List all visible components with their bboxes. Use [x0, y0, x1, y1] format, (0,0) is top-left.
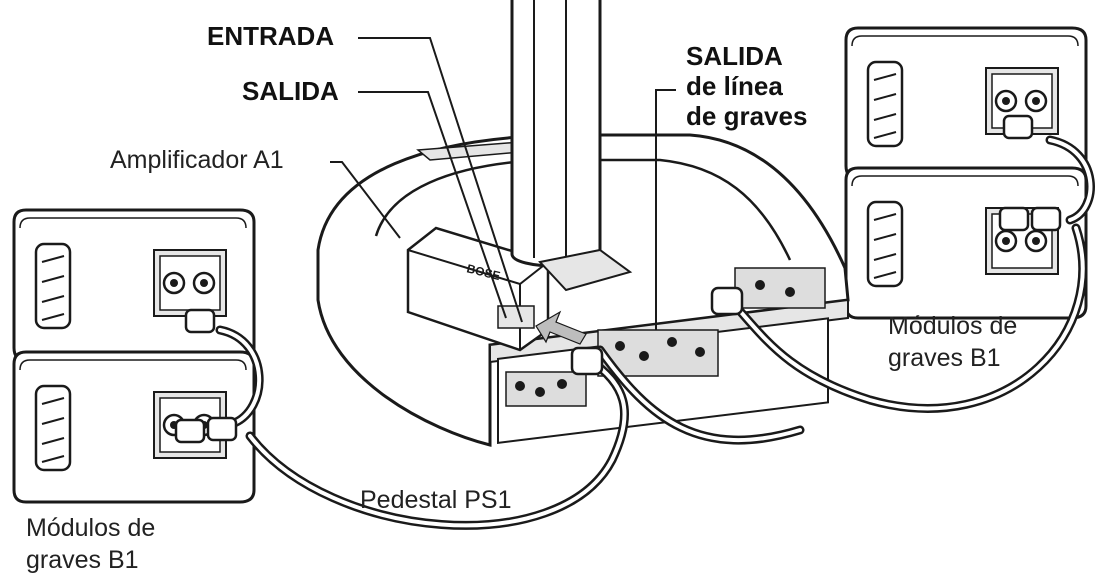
- leader-salida-graves: [655, 89, 676, 330]
- label-amplificador: Amplificador A1: [110, 146, 284, 174]
- pedestal-column: [510, 0, 633, 292]
- leader-amplificador: [330, 161, 401, 239]
- bass-module-stack-right: [844, 26, 1088, 320]
- connector-pedestal-left: [570, 346, 604, 376]
- label-modulos-left-2: graves B1: [26, 546, 139, 574]
- control-panel: [505, 267, 826, 407]
- bass-module-left-top: [12, 208, 256, 362]
- connector-pedestal-right: [710, 286, 744, 316]
- connector-right-bottom-b: [1030, 206, 1062, 232]
- pedestal-base: [316, 133, 850, 447]
- label-salida-graves-2: de línea: [686, 71, 783, 101]
- label-entrada: ENTRADA: [207, 21, 335, 51]
- label-modulos-left-1: Módulos de: [26, 514, 156, 542]
- connection-arrow: [535, 310, 587, 345]
- connector-left-bottom-a: [174, 418, 206, 444]
- label-salida-graves-1: SALIDA: [686, 41, 783, 71]
- label-modulos-right-1: Módulos de: [888, 312, 1018, 340]
- connector-right-top: [1002, 114, 1034, 140]
- leader-lines: [330, 37, 676, 330]
- connector-left-bottom-b: [206, 416, 238, 442]
- connector-left-top: [184, 308, 216, 334]
- label-salida: SALIDA: [242, 76, 339, 106]
- leader-salida: [358, 91, 507, 319]
- connector-right-bottom-a: [998, 206, 1030, 232]
- label-pedestal: Pedestal PS1: [360, 486, 512, 514]
- label-salida-graves-3: de graves: [686, 101, 808, 131]
- leader-entrada: [358, 37, 523, 323]
- bass-module-right-bottom: [844, 166, 1088, 320]
- connectors: [174, 114, 1062, 444]
- bass-module-stack-left: [12, 208, 256, 504]
- label-modulos-right-2: graves B1: [888, 344, 1001, 372]
- bass-module-right-top: [844, 26, 1088, 180]
